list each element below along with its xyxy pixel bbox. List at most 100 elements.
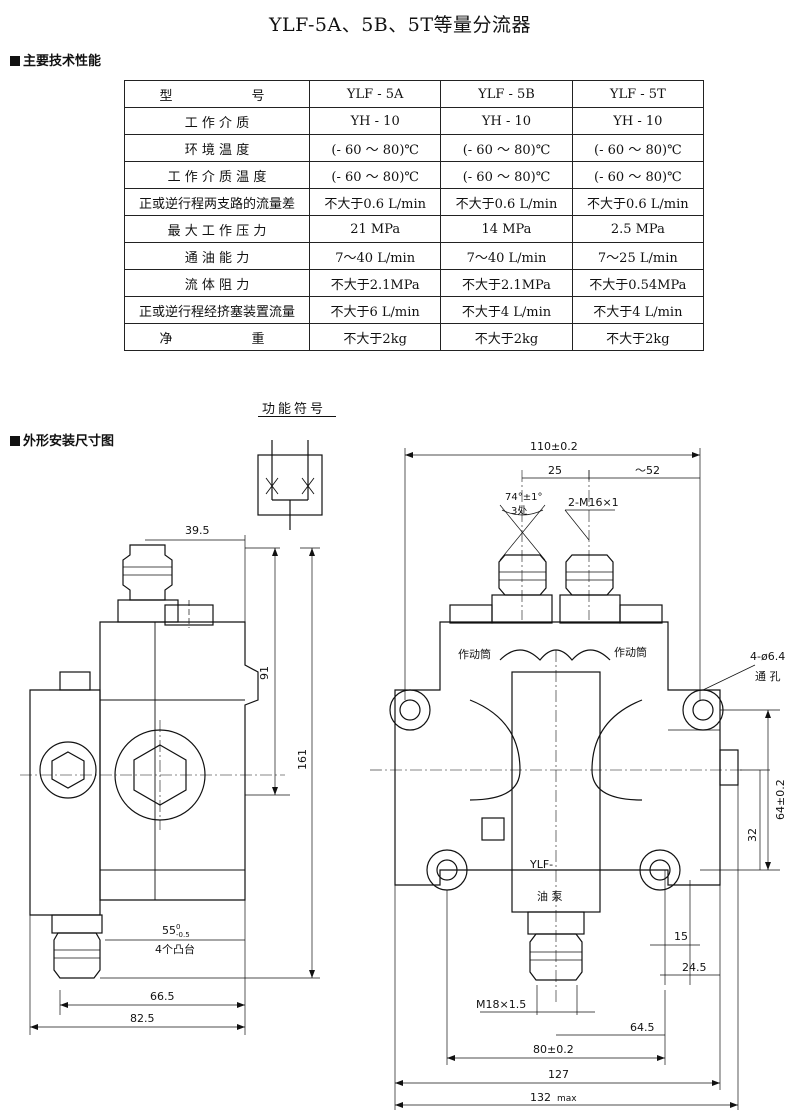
- table-cell: (- 60 ～ 80)℃: [571, 161, 705, 189]
- table-cell: 不大于4 L/min: [440, 296, 573, 324]
- top-fitting-left: [498, 554, 547, 596]
- cylinder-left-label: 作动筒: [458, 647, 491, 661]
- arrowhead-icon: [765, 862, 771, 870]
- side-plug: [719, 749, 739, 786]
- restrictor-right-icon: [301, 477, 315, 495]
- section-specs-heading: 主要技术性能: [10, 50, 101, 69]
- dim-label-127: 127: [548, 1068, 569, 1081]
- mounting-hole-icon: [692, 699, 714, 721]
- mounting-hole-icon: [399, 699, 421, 721]
- dim-label-80: 80±0.2: [533, 1043, 574, 1056]
- pump-label: 油 泵: [537, 889, 563, 903]
- function-symbol-diagram: [257, 440, 323, 530]
- table-cell: 不大于2kg: [308, 323, 442, 351]
- restrictor-left-icon: [265, 477, 279, 495]
- tower-cap: [499, 649, 611, 661]
- table-cell: 21 MPa: [308, 215, 442, 243]
- dim-label-91: 91: [258, 666, 271, 680]
- dim-label-64: 64±0.2: [774, 779, 787, 820]
- top-fitting-base: [117, 599, 179, 623]
- table-cell: 流 体 阻 力: [124, 269, 310, 297]
- table-row: 正或逆行程两支路的流量差 不大于0.6 L/min 不大于0.6 L/min 不…: [124, 188, 705, 216]
- bullet-square-icon: [10, 436, 20, 446]
- arrowhead-icon: [60, 1002, 68, 1008]
- thread-top-label: 2-M16×1: [568, 496, 619, 509]
- dim-label-39: 39.5: [185, 524, 210, 537]
- function-symbol-label: 功能符号: [262, 402, 327, 417]
- table-header-cell: YLF - 5T: [571, 80, 705, 108]
- arrowhead-icon: [447, 1055, 455, 1061]
- angle-arc: [501, 509, 544, 516]
- plug-right: [619, 604, 663, 624]
- section-dimensions-heading: 外形安装尺寸图: [10, 430, 114, 449]
- cylinder-right-label: 作动筒: [614, 645, 647, 659]
- left-dimensions: [29, 535, 320, 1035]
- right-dimensions: [394, 448, 780, 1110]
- holes-note: 通 孔: [755, 670, 781, 683]
- table-row: 工 作 介 质 温 度 (- 60 ～ 80)℃ (- 60 ～ 80)℃ (-…: [124, 161, 705, 189]
- dim-label-64-5: 64.5: [630, 1021, 655, 1034]
- table-cell: YH - 10: [571, 107, 705, 135]
- table-cell: 净 重: [124, 323, 310, 351]
- dim-label-24: 24.5: [682, 961, 707, 974]
- table-row: 环 境 温 度 (- 60 ～ 80)℃ (- 60 ～ 80)℃ (- 60 …: [124, 134, 705, 162]
- spec-table: 型 号 YLF - 5A YLF - 5B YLF - 5T 工 作 介 质 Y…: [124, 80, 705, 351]
- table-cell: YH - 10: [440, 107, 573, 135]
- dim-label-66: 66.5: [150, 990, 175, 1003]
- leader-line: [564, 509, 590, 541]
- thread-bottom-label: M18×1.5: [476, 998, 526, 1011]
- dim-label-25: 25: [548, 464, 562, 477]
- mounting-plate: [29, 689, 101, 916]
- table-row: 最 大 工 作 压 力 21 MPa 14 MPa 2.5 MPa: [124, 215, 705, 243]
- arrowhead-icon: [30, 1024, 38, 1030]
- plug-left: [449, 604, 493, 624]
- table-row: 工 作 介 质 YH - 10 YH - 10 YH - 10: [124, 107, 705, 135]
- section-dimensions-label: 外形安装尺寸图: [23, 434, 115, 449]
- top-fitting-right-base: [559, 594, 621, 624]
- dim-label-15: 15: [674, 930, 688, 943]
- leader-line: [702, 664, 756, 691]
- angle-label: 74°±1°: [505, 492, 542, 503]
- dim-label-132-suffix: max: [557, 1094, 577, 1104]
- section-specs-label: 主要技术性能: [23, 54, 102, 69]
- table-cell: 不大于0.6 L/min: [440, 188, 573, 216]
- arrowhead-icon: [272, 787, 278, 795]
- bottom-fitting-base: [51, 914, 103, 934]
- arrowhead-icon: [237, 1002, 245, 1008]
- table-cell: (- 60 ～ 80)℃: [440, 134, 573, 162]
- table-cell: 正或逆行程经挤塞装置流量: [124, 296, 310, 324]
- arrowhead-icon: [237, 1024, 245, 1030]
- arrowheads: [30, 452, 771, 1108]
- table-cell: 不大于2kg: [440, 323, 573, 351]
- mounting-hole-icon: [436, 859, 458, 881]
- table-cell: 7～40 L/min: [440, 242, 573, 270]
- table-cell: (- 60 ～ 80)℃: [571, 134, 705, 162]
- top-fitting: [122, 544, 173, 601]
- note-boss: 4个凸台: [155, 942, 195, 956]
- dim-label-55: 55: [162, 924, 176, 937]
- small-plug: [59, 671, 91, 691]
- top-fitting-right: [565, 554, 614, 596]
- table-cell: 7～25 L/min: [571, 242, 705, 270]
- table-row: 正或逆行程经挤塞装置流量 不大于6 L/min 不大于4 L/min 不大于4 …: [124, 296, 705, 324]
- arrowhead-icon: [765, 710, 771, 718]
- angle-note: 3处: [511, 505, 527, 517]
- dim-tol-upper: 0: [176, 923, 180, 931]
- hex-plug-icon: [51, 751, 85, 789]
- left-side-view: 39.5 91 161 55 0 -0.5 4个凸台 66.5 82.5: [20, 524, 320, 1035]
- bullet-square-icon: [10, 56, 20, 66]
- table-cell: YH - 10: [308, 107, 442, 135]
- table-cell: (- 60 ～ 80)℃: [308, 161, 442, 189]
- small-hex: [481, 817, 505, 841]
- arrowhead-icon: [272, 548, 278, 556]
- document-title: YLF-5A、5B、5T等量分流器: [268, 14, 532, 36]
- arrowhead-icon: [405, 452, 413, 458]
- dim-label-52: ～52: [635, 464, 660, 477]
- table-cell: 不大于0.6 L/min: [571, 188, 705, 216]
- right-front-view: 110±0.2 25 ～52 74°±1° 3处 2-M16×1 作动筒 作动筒…: [370, 440, 787, 1110]
- holes-label: 4-ø6.4: [750, 650, 785, 663]
- side-boss: [39, 741, 97, 799]
- dim-label-161: 161: [296, 749, 309, 770]
- valve-body: [394, 621, 721, 886]
